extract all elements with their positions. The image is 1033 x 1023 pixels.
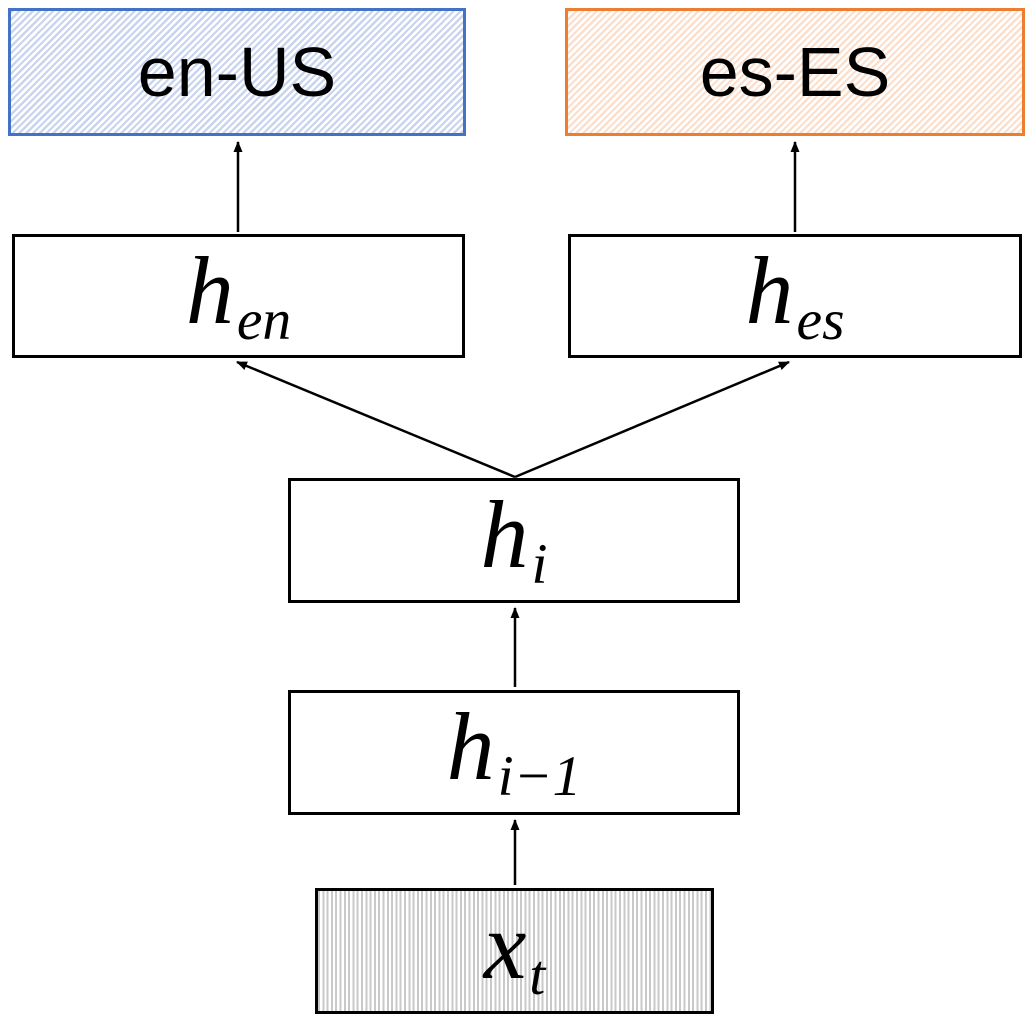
node-es-es: es-ES	[565, 8, 1025, 136]
arrow-h-i-to-h-en	[236, 360, 516, 479]
math-base: h	[446, 693, 495, 801]
node-h-i: hi	[288, 478, 740, 603]
node-h-es-label: hes	[746, 242, 845, 352]
math-subscript: en	[236, 288, 292, 352]
node-en-us: en-US	[8, 8, 466, 136]
math-base: h	[185, 236, 234, 344]
node-es-es-label: es-ES	[699, 33, 891, 111]
node-h-i-minus-1-label: hi−1	[447, 699, 582, 806]
node-x-t: xt	[315, 888, 714, 1014]
node-h-i-label: hi	[480, 487, 547, 594]
node-h-es: hes	[568, 234, 1022, 358]
math-base: h	[745, 236, 794, 344]
node-h-en: hen	[12, 234, 465, 358]
math-base: h	[480, 481, 529, 589]
arrow-h-i-to-h-es	[514, 360, 790, 479]
math-subscript: i	[531, 533, 548, 597]
math-base: x	[483, 891, 527, 999]
node-h-i-minus-1: hi−1	[288, 690, 740, 815]
node-h-en-label: hen	[186, 242, 292, 352]
node-en-us-label: en-US	[137, 33, 337, 111]
math-subscript: es	[796, 288, 845, 352]
node-x-t-label: xt	[484, 897, 546, 1007]
math-subscript: i−1	[497, 745, 582, 809]
math-subscript: t	[529, 943, 546, 1007]
